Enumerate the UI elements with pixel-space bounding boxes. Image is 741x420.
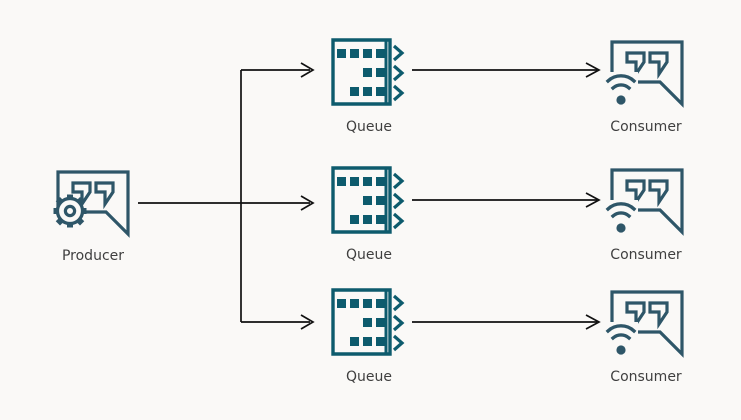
connector-queue-2-to-consumer-2	[412, 192, 601, 208]
queue-output-chevrons	[392, 172, 405, 230]
producer-label: Producer	[62, 248, 124, 264]
connector-queue-1-to-consumer-1	[412, 62, 601, 78]
arrowhead-producer-to-queue-2	[300, 195, 315, 211]
node-consumer-2[interactable]: Consumer	[604, 168, 684, 263]
consumer-label: Consumer	[610, 247, 682, 263]
queue-output-chevrons	[392, 294, 405, 352]
gear-icon	[53, 194, 87, 228]
speech-bubble-wifi-icon	[604, 40, 684, 108]
wifi-icon	[604, 200, 638, 234]
node-consumer-3[interactable]: Consumer	[604, 290, 684, 385]
connector-queue-3-to-consumer-3	[412, 314, 601, 330]
queue-label: Queue	[346, 247, 392, 263]
speech-bubble-wifi-icon	[604, 290, 684, 358]
queue-label: Queue	[346, 119, 392, 135]
node-consumer-1[interactable]: Consumer	[604, 40, 684, 135]
connector-producer-trunk	[138, 69, 310, 323]
node-producer[interactable]: Producer	[53, 170, 130, 264]
node-queue-1[interactable]: Queue	[331, 38, 405, 135]
queue-icon	[331, 166, 405, 234]
speech-bubble-gear-icon	[53, 170, 130, 238]
queue-label: Queue	[346, 369, 392, 385]
node-queue-2[interactable]: Queue	[331, 166, 405, 263]
arrowhead-producer-to-queue-3	[300, 314, 315, 330]
consumer-label: Consumer	[610, 369, 682, 385]
node-queue-3[interactable]: Queue	[331, 288, 405, 385]
queue-output-chevrons	[392, 44, 405, 102]
speech-bubble-wifi-icon	[604, 168, 684, 236]
arrowhead-producer-to-queue-1	[300, 62, 315, 78]
consumer-label: Consumer	[610, 119, 682, 135]
wifi-icon	[604, 72, 638, 106]
wifi-icon	[604, 322, 638, 356]
queue-icon	[331, 38, 405, 106]
queue-icon	[331, 288, 405, 356]
